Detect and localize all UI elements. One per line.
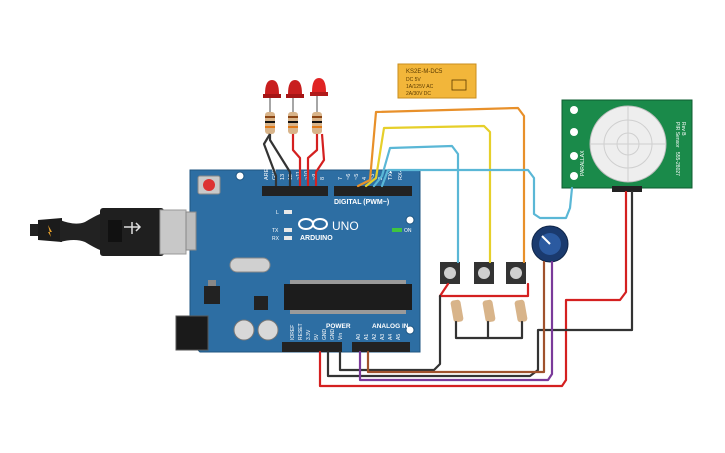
wire-light-blue (372, 144, 460, 264)
pin-label-ioref: IOREF (290, 325, 296, 340)
led-tx-label: TX (272, 228, 279, 234)
led-red-2[interactable] (286, 80, 304, 112)
relay-line-3: 2A/30V DC (406, 91, 431, 97)
wire-5v (318, 190, 628, 388)
pushbutton-1[interactable] (440, 262, 460, 284)
power-jack (175, 315, 209, 351)
reset-button[interactable] (197, 175, 221, 195)
usb-cable[interactable] (30, 208, 187, 256)
pin-label-a1: A1 (364, 334, 370, 340)
led-red-1[interactable] (263, 80, 281, 112)
power-pin-labels: IOREF RESET 3.3V 5V GND GND Vin (290, 323, 344, 340)
signal-wires[interactable] (318, 106, 634, 388)
pir-label-right-top: PIR Sensor (674, 122, 680, 148)
led-red-3[interactable] (310, 78, 328, 112)
resistor-led-2[interactable] (288, 112, 298, 134)
pin-label-gnd-2: GND (330, 329, 336, 341)
pin-label-a4: A4 (388, 334, 394, 340)
arduino-logo: ARDUINO UNO (298, 218, 359, 242)
relay-schematic-icon (451, 79, 467, 91)
resistor-led-3[interactable] (312, 112, 322, 134)
wire-pot-2 (366, 260, 546, 374)
pin-label-a3: A3 (380, 334, 386, 340)
wire-5v-buttons (438, 282, 530, 298)
pin-label-0: RX◂0 (398, 167, 404, 180)
usb-symbol-icon (124, 222, 142, 234)
capacitor-2 (257, 319, 279, 341)
crystal (229, 257, 271, 273)
power-header (282, 342, 342, 352)
usb-jack (185, 211, 197, 251)
pin-label-8: 8 (320, 177, 326, 180)
pir-label-right-mid: Rev B (680, 122, 686, 136)
relay-model: KS2E-M-DC5 (406, 69, 443, 75)
pin-label-vin: Vin (338, 333, 344, 340)
pin-label-gnd-1: GND (322, 329, 328, 341)
led-l-label: L (276, 210, 279, 216)
wire-pot-a0 (358, 260, 554, 382)
analog-pin-labels: A0 A1 A2 A3 A4 A5 (356, 334, 402, 340)
wire-yellow (364, 124, 492, 264)
on-led-label: ON (404, 228, 412, 234)
pin-label-13: 13 (280, 174, 286, 180)
pin-label-reset: RESET (298, 323, 304, 340)
potentiometer[interactable] (531, 225, 569, 263)
pin-label-1: TX▸1 (388, 167, 394, 180)
digital-header-label: DIGITAL (PWM~) (334, 199, 389, 206)
led-rx-label: RX (272, 236, 280, 242)
relay-line-2: 1A/125V AC (406, 84, 434, 90)
pin-label-a5: A5 (396, 334, 402, 340)
power-header-label: POWER (326, 323, 351, 330)
pir-label-left: PARALLAX (580, 150, 586, 176)
capacitor-1 (233, 319, 255, 341)
digital-header (262, 186, 412, 196)
relay[interactable]: KS2E-M-DC5 DC 5V 1A/125V AC 2A/30V DC (397, 63, 477, 99)
arduino-brand: ARDUINO (300, 235, 333, 242)
analog-header-label: ANALOG IN (372, 323, 409, 330)
pin-label-7: 7 (338, 177, 344, 180)
small-chip (254, 296, 268, 310)
arduino-board[interactable]: AREF GND 13 12 ~11 ~10 ~9 8 7 ~6 ~5 4 ~3… (175, 165, 421, 353)
wire-orange (356, 106, 526, 264)
led-wires[interactable] (262, 133, 326, 186)
wire-pir-signal (380, 168, 574, 220)
resistor-button-1[interactable] (450, 299, 464, 323)
pushbutton-2[interactable] (474, 262, 494, 284)
pin-label-3v3: 3.3V (306, 329, 312, 340)
pir-sensor[interactable]: PARALLAX PIR Sensor Rev B 555-28027 (561, 99, 693, 192)
resistor-led-1[interactable] (265, 112, 275, 134)
pir-label-right-bottom: 555-28027 (674, 152, 680, 176)
pin-label-a0: A0 (356, 334, 362, 340)
pin-label-6: ~6 (346, 174, 352, 180)
pin-label-5v: 5V (314, 333, 320, 340)
voltage-regulator (204, 286, 220, 304)
pin-label-4: 4 (362, 177, 368, 180)
onboard-leds: L TX RX ON (272, 210, 412, 242)
arduino-model: UNO (332, 219, 359, 233)
pin-label-a2: A2 (372, 334, 378, 340)
analog-header (352, 342, 410, 352)
resistor-button-2[interactable] (482, 299, 496, 323)
wire-gnd (326, 190, 634, 378)
relay-line-1: DC 5V (406, 77, 421, 83)
usb-lightning-icon (48, 225, 52, 237)
atmega-chip (284, 280, 412, 314)
pin-label-3: ~3 (370, 174, 376, 180)
resistor-button-3[interactable] (514, 299, 528, 323)
pin-label-5: ~5 (354, 174, 360, 180)
pin-label-aref: AREF (264, 165, 270, 180)
pushbutton-3[interactable] (506, 262, 526, 284)
